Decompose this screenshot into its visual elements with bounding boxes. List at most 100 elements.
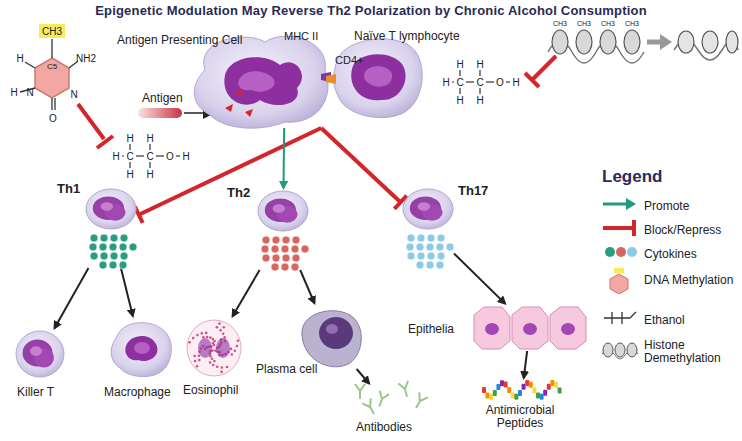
cell-shape	[108, 318, 174, 380]
legend-icon	[600, 266, 640, 294]
legend-text: Ethanol	[644, 314, 736, 327]
text-label: MHC II	[284, 30, 318, 42]
connector-line	[357, 369, 370, 383]
legend-icon	[600, 338, 640, 366]
atom-label: O	[496, 77, 504, 88]
atom-label: NH2	[76, 53, 96, 64]
connector	[454, 253, 505, 303]
cell-shape	[470, 305, 590, 351]
atom-label: H	[126, 133, 133, 144]
atom-label: C	[126, 151, 133, 162]
atom-label: CH3	[625, 20, 639, 28]
cell-label: Eosinophil	[183, 384, 238, 397]
legend-text: Histone Demethylation	[644, 339, 736, 365]
cell-label: Killer T	[17, 386, 54, 399]
legend-icon	[600, 240, 640, 268]
cell-label: Macrophage	[104, 386, 171, 399]
atom-label: C5	[47, 62, 57, 71]
legend-row: Histone Demethylation	[600, 338, 736, 366]
cell-shape	[257, 190, 309, 270]
cell-node: Antibodies	[350, 385, 434, 435]
cell-label: Th2	[227, 186, 250, 199]
bond-line	[122, 155, 124, 156]
legend-text: Block/Repress	[644, 224, 736, 237]
cell-shape	[330, 34, 425, 119]
atom-label: H	[456, 95, 463, 106]
bond-line	[506, 81, 510, 82]
connector-line	[233, 270, 260, 316]
bond-line	[459, 70, 460, 76]
atom-label: H	[182, 151, 189, 162]
legend-text: DNA Methylation	[644, 274, 736, 287]
bond-line	[129, 144, 130, 150]
connector-line	[300, 270, 314, 303]
connector	[321, 128, 407, 209]
cell-shape	[15, 330, 65, 378]
text-label: Legend	[602, 168, 662, 186]
legend-row: Cytokines	[600, 240, 736, 268]
cell-label: Th1	[57, 182, 80, 195]
cell-label: Th17	[458, 184, 488, 197]
cell-node: Antigen Presenting Cell	[185, 30, 333, 130]
atom-label: O	[49, 113, 57, 124]
legend-text: Promote	[644, 200, 736, 213]
bond-line	[479, 88, 480, 94]
connector	[357, 369, 370, 383]
legend-row: Ethanol	[600, 306, 736, 334]
atom-label: H	[126, 169, 133, 180]
atom-label: CH3	[601, 20, 615, 28]
atom-label: N	[70, 89, 77, 100]
bond-line	[129, 162, 130, 168]
atom-label: H	[112, 151, 119, 162]
bond-line	[479, 70, 480, 76]
atom-label: CH3	[553, 20, 567, 28]
bond-line	[149, 144, 150, 150]
bond-line	[459, 88, 460, 94]
legend-icon	[600, 216, 640, 244]
bond-line	[149, 162, 150, 168]
atom-label: H	[456, 59, 463, 70]
connector-line	[454, 253, 505, 303]
atom-label: H	[512, 77, 519, 88]
bond-line	[466, 81, 474, 82]
atom-label: N	[26, 87, 33, 98]
connector-line	[282, 128, 285, 188]
nucleosomes	[548, 30, 738, 63]
atom-label: H	[16, 53, 23, 64]
cell-label: Antimicrobial Peptides	[468, 404, 572, 430]
connector	[283, 128, 285, 188]
connector	[121, 268, 133, 316]
atom-label: CH3	[577, 20, 591, 28]
cell-node: Eosinophil	[185, 318, 243, 378]
atom-label: H	[476, 95, 483, 106]
cell-label: Plasma cell	[256, 363, 317, 376]
atom-label: C	[476, 77, 483, 88]
title: Epigenetic Modulation May Reverse Th2 Po…	[0, 3, 742, 18]
atom-label: H	[10, 87, 17, 98]
cell-node: Th17	[402, 188, 454, 268]
connector-line	[55, 268, 89, 328]
connector	[233, 270, 260, 316]
cell-shape	[402, 188, 454, 268]
legend-icon	[600, 306, 640, 334]
methylcytosine	[20, 24, 78, 110]
connector	[300, 270, 314, 303]
bond-line	[176, 155, 180, 156]
legend-row: Block/Repress	[600, 216, 736, 244]
atom-label: O	[166, 151, 174, 162]
cell-shape	[85, 188, 137, 268]
connector	[55, 268, 89, 328]
atom-label: H	[476, 59, 483, 70]
atom-label: C	[146, 151, 153, 162]
cell-node: Th2	[257, 190, 309, 270]
cell-node: Macrophage	[108, 318, 174, 380]
cell-node: Epithelia	[470, 305, 590, 351]
cell-label: Antigen Presenting Cell	[117, 34, 242, 47]
bond-line	[156, 155, 164, 156]
antigen	[138, 108, 212, 118]
cell-label: Naïve T lymphocyte	[354, 30, 460, 43]
cell-node: Antimicrobial Peptides	[468, 380, 572, 436]
connector-line	[121, 268, 133, 316]
cell-node: Naïve T lymphocyte	[330, 34, 425, 119]
cell-shape	[292, 305, 366, 369]
